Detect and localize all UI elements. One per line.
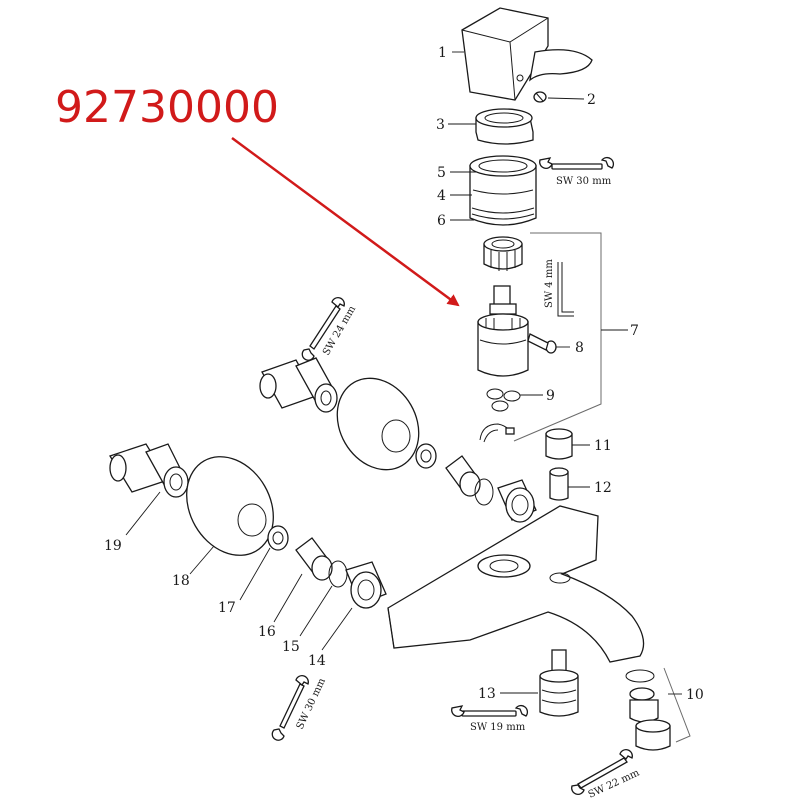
clip (479, 423, 515, 443)
screw (527, 333, 557, 354)
cap-11 (545, 428, 573, 460)
lock-nut (483, 236, 523, 271)
wrench-sw22-label: SW 22 mm (587, 767, 642, 801)
aerator-set (625, 669, 671, 751)
handle (461, 7, 593, 101)
spout-body (387, 505, 645, 663)
article-number: 92730000 (55, 82, 279, 133)
wrench-sw19-label: SW 19 mm (470, 722, 526, 733)
label-part-4: 4 (437, 188, 446, 204)
label-part-16: 16 (258, 624, 276, 640)
allen-key-sw4-label: SW 4 mm (544, 259, 555, 308)
o-ring-right (474, 478, 494, 506)
label-part-2: 2 (587, 92, 596, 108)
wrench-sw30-top (539, 156, 615, 170)
allen-key-sw4 (557, 262, 574, 317)
wrench-sw24 (301, 297, 345, 361)
nut-left (345, 561, 387, 609)
label-part-12: 12 (594, 480, 612, 496)
cover-ring (475, 108, 534, 145)
label-part-18: 18 (172, 573, 190, 589)
washer-right (415, 443, 437, 469)
wrench-sw19 (451, 704, 529, 717)
wrench-sw22 (571, 749, 633, 795)
union-upper (259, 357, 338, 413)
sleeve (469, 155, 537, 226)
grub-screw (533, 91, 547, 103)
wrench-sw30-bottom (271, 675, 309, 741)
seal-set (486, 388, 521, 412)
union-lower (109, 443, 189, 498)
label-part-11: 11 (594, 438, 612, 454)
bracket-aerator-10 (663, 667, 691, 743)
label-part-17: 17 (218, 600, 236, 616)
highlight-arrow (231, 136, 460, 307)
o-ring-left (328, 560, 348, 588)
diverter (539, 649, 579, 717)
nut-right (497, 479, 537, 523)
connector-left (295, 537, 333, 581)
label-part-13: 13 (478, 686, 496, 702)
label-part-7: 7 (630, 323, 639, 339)
label-part-10: 10 (686, 687, 704, 703)
rosette-left (186, 456, 274, 556)
rosette-right (336, 377, 420, 471)
label-part-6: 6 (437, 213, 446, 229)
wrench-sw30-top-label: SW 30 mm (556, 176, 612, 187)
label-part-1: 1 (438, 45, 447, 61)
cap-12 (549, 467, 569, 501)
label-part-8: 8 (575, 340, 584, 356)
label-part-5: 5 (437, 165, 446, 181)
label-part-19: 19 (104, 538, 122, 554)
label-part-9: 9 (546, 388, 555, 404)
washer-left (267, 525, 289, 551)
label-part-3: 3 (436, 117, 445, 133)
cartridge (477, 285, 529, 377)
label-part-14: 14 (308, 653, 326, 669)
bracket-assembly-7 (513, 232, 602, 442)
label-part-15: 15 (282, 639, 300, 655)
